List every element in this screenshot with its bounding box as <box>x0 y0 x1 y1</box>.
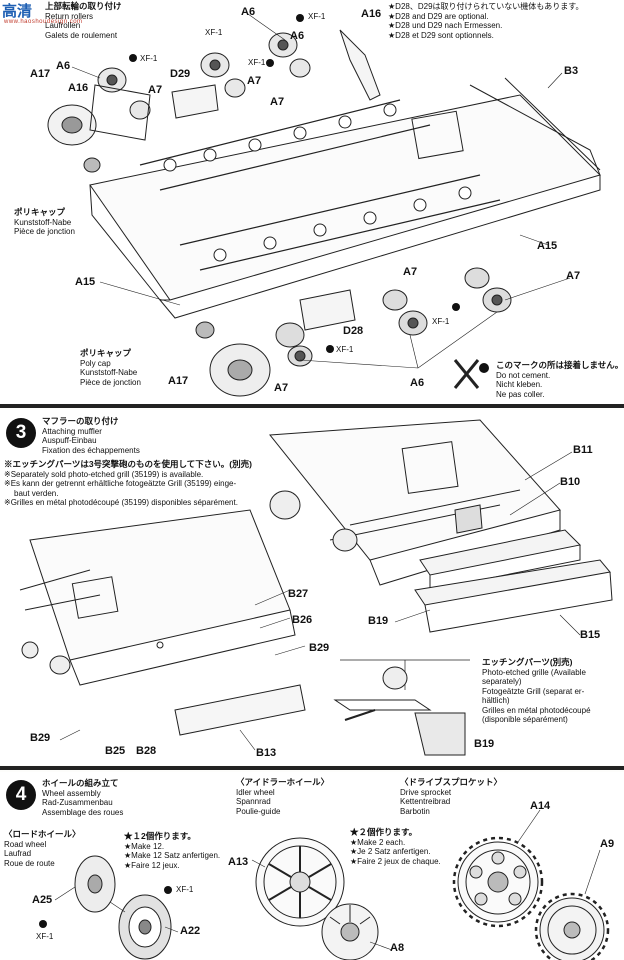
road-wheel-note: ★１2個作ります。 ★Make 12. ★Make 12 Satz anfert… <box>124 831 221 870</box>
part-label-b10: B10 <box>560 476 581 488</box>
part-label-d29: D29 <box>170 68 191 80</box>
part-label-b15: B15 <box>580 629 601 641</box>
poly-cap-label-2: ポリキャップ Poly cap Kunststoff-Nabe Pièce de… <box>80 348 141 387</box>
part-label-b13: B13 <box>256 747 277 759</box>
road-wheel-title: 〈ロードホイール〉 Road wheel Laufrad Roue de rou… <box>4 829 81 868</box>
part-label-a16: A16 <box>361 8 382 20</box>
part-label-b27: B27 <box>288 588 309 600</box>
part-label-b19: B19 <box>474 738 495 750</box>
do-not-cement-note: このマークの所は接着しません。 Do not cement. Nicht kle… <box>496 360 624 399</box>
part-label-b3: B3 <box>564 65 579 77</box>
step-3-drawing <box>19 419 613 756</box>
part-label-a15: A15 <box>537 240 558 252</box>
step-3-grill-note: ※エッチングパーツは3号突撃砲のものを使用して下さい。(別売) ※Separat… <box>4 459 252 507</box>
step-4-panel: 4 ホイールの組み立て Wheel assembly Rad-Zusammenb… <box>0 772 624 960</box>
part-label-d28: D28 <box>343 325 364 337</box>
drive-sprocket-title: 〈ドライブスプロケット〉 Drive sprocket Kettentreibr… <box>400 777 503 816</box>
part-label-a17: A17 <box>30 68 51 80</box>
part-label-a16: A16 <box>68 82 89 94</box>
paint-label-xf1: XF-1 <box>205 28 223 37</box>
part-label-a6: A6 <box>56 60 71 72</box>
step-4-number: 4 <box>6 780 36 810</box>
part-label-a7: A7 <box>270 96 285 108</box>
photo-etched-grille-note: エッチングパーツ(別売) Photo-etched grille (Availa… <box>482 657 591 724</box>
part-label-b29: B29 <box>30 732 51 744</box>
part-label-a13: A13 <box>228 856 249 868</box>
watermark-logo: 高清 <box>2 3 33 20</box>
step-3-number: 3 <box>6 418 36 448</box>
part-label-a6: A6 <box>290 30 305 42</box>
part-label-b28: B28 <box>136 745 157 757</box>
idler-wheel-note: ★２個作ります。 ★Make 2 each. ★Je 2 Satz anfert… <box>350 827 441 866</box>
part-label-b19: B19 <box>368 615 389 627</box>
part-label-b29: B29 <box>309 642 330 654</box>
step-2-optional-note: ★D28、D29は取り付けられていない機体もあります。 ★D28 and D29… <box>388 2 584 40</box>
part-label-a17: A17 <box>168 375 189 387</box>
part-label-a8: A8 <box>390 942 405 954</box>
step-2-title: 上部転輪の取り付け Return rollers Laufrollen Gale… <box>45 1 122 40</box>
part-label-a7: A7 <box>247 75 262 87</box>
part-label-a7: A7 <box>274 382 289 394</box>
part-label-b26: B26 <box>292 614 313 626</box>
part-label-a6: A6 <box>241 6 256 18</box>
part-label-a7: A7 <box>566 270 581 282</box>
part-label-a15: A15 <box>75 276 96 288</box>
paint-label-xf1: XF-1 <box>308 12 326 21</box>
part-label-a9: A9 <box>600 838 615 850</box>
part-label-a22: A22 <box>180 925 201 937</box>
step-4-drawing <box>39 809 610 960</box>
part-label-a7: A7 <box>148 84 163 96</box>
step-4-title: ホイールの組み立て Wheel assembly Rad-Zusammenbau… <box>42 778 124 817</box>
paint-label-xf1: XF-1 <box>248 58 266 67</box>
part-label-b25: B25 <box>105 745 126 757</box>
paint-label-xf1: XF-1 <box>36 932 54 941</box>
section-divider <box>0 766 624 770</box>
idler-wheel-title: 〈アイドラーホイール〉 Idler wheel Spannrad Poulie-… <box>236 777 330 816</box>
part-label-a7: A7 <box>403 266 418 278</box>
paint-label-xf1: XF-1 <box>336 345 354 354</box>
part-label-a6: A6 <box>410 377 425 389</box>
step-2-drawing <box>47 13 601 397</box>
paint-label-xf1: XF-1 <box>176 885 194 894</box>
paint-label-xf1: XF-1 <box>140 54 158 63</box>
step-3-panel: 3 マフラーの取り付け Attaching muffler Auspuff-Ei… <box>0 410 624 765</box>
watermark-url: www.haoshoudesign.com <box>4 19 83 25</box>
part-label-b11: B11 <box>573 444 593 456</box>
step-3-title: マフラーの取り付け Attaching muffler Auspuff-Einb… <box>42 416 140 455</box>
section-divider <box>0 404 624 408</box>
paint-label-xf1: XF-1 <box>432 317 450 326</box>
step-2-panel: 高清 www.haoshoudesign.com <box>0 0 624 404</box>
poly-cap-label-1: ポリキャップ Kunststoff-Nabe Pièce de jonction <box>14 207 75 236</box>
part-label-a14: A14 <box>530 800 551 812</box>
part-label-a25: A25 <box>32 894 53 906</box>
